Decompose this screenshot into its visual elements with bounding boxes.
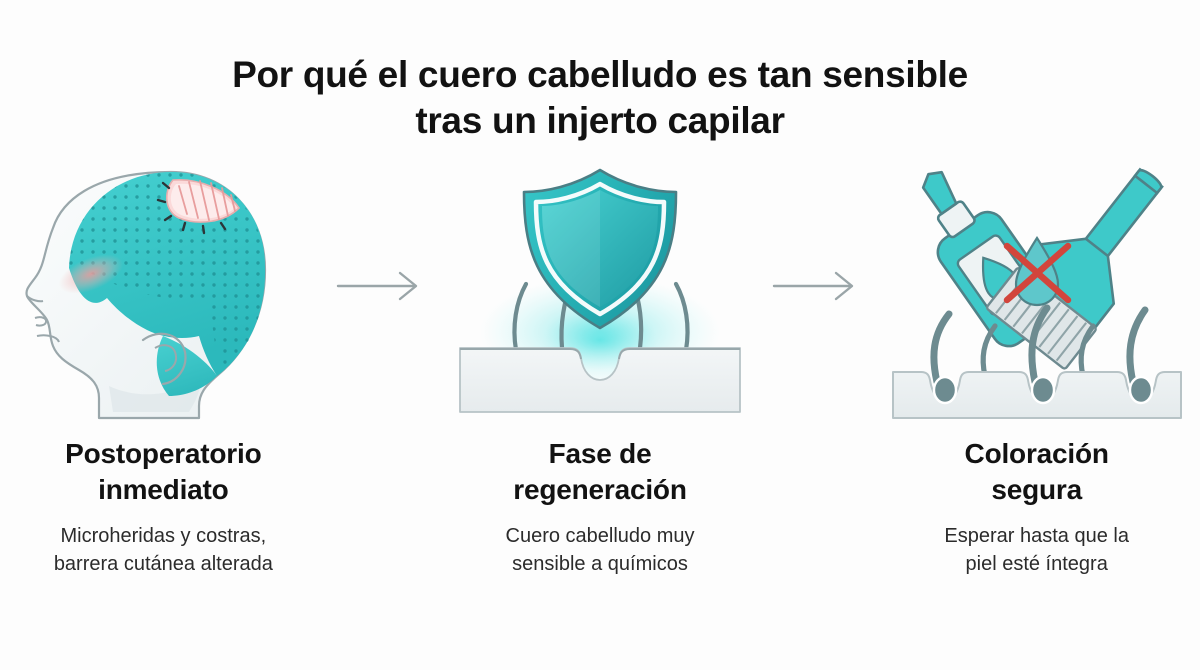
step-coloracion: Coloración segura Esperar hasta que la p… xyxy=(873,150,1200,578)
title-line-2: tras un injerto capilar xyxy=(415,100,785,141)
shield-over-follicle-icon xyxy=(450,150,750,420)
step-heading-line-2: inmediato xyxy=(98,474,229,505)
arrow-2 xyxy=(763,150,873,420)
arrow-right-icon xyxy=(773,271,854,301)
arrow-right-icon xyxy=(336,271,417,301)
steps-row: Postoperatorio inmediato Microheridas y … xyxy=(0,150,1200,630)
step-heading: Coloración segura xyxy=(965,436,1109,508)
red-cross-icon xyxy=(1003,242,1071,304)
suture-scar xyxy=(157,179,241,235)
step-subtext-line-2: piel esté íntegra xyxy=(965,553,1108,575)
no-dye-droplet-icon xyxy=(1003,235,1071,307)
page-title: Por qué el cuero cabelludo es tan sensib… xyxy=(0,52,1200,144)
step-regeneracion: Fase de regeneración Cuero cabelludo muy… xyxy=(437,150,764,578)
step-heading-line-2: segura xyxy=(991,474,1082,505)
dye-bottle-brush-no-dye-icon xyxy=(887,150,1187,420)
step-subtext-line-1: Esperar hasta que la xyxy=(944,525,1129,547)
skin-surface xyxy=(459,347,741,413)
step-heading: Fase de regeneración xyxy=(513,436,687,508)
step-postoperatorio: Postoperatorio inmediato Microheridas y … xyxy=(0,150,327,578)
title-line-1: Por qué el cuero cabelludo es tan sensib… xyxy=(232,54,968,95)
step-heading-line-2: regeneración xyxy=(513,474,687,505)
step-heading: Postoperatorio inmediato xyxy=(65,436,262,508)
step-subtext: Esperar hasta que la piel esté íntegra xyxy=(944,522,1129,578)
step-heading-line-1: Fase de xyxy=(548,438,652,469)
hair-follicles-group xyxy=(891,304,1182,419)
irritated-hairline xyxy=(59,254,124,294)
step-heading-line-1: Postoperatorio xyxy=(65,438,262,469)
ear xyxy=(142,332,187,386)
protection-shield xyxy=(522,168,678,330)
step-subtext-line-2: sensible a químicos xyxy=(512,553,688,575)
step-subtext: Cuero cabelludo muy sensible a químicos xyxy=(506,522,695,578)
head-profile-grafted-scalp-icon xyxy=(13,150,313,420)
step-subtext-line-2: barrera cutánea alterada xyxy=(53,553,273,575)
step-subtext: Microheridas y costras, barrera cutánea … xyxy=(54,522,273,578)
step-heading-line-1: Coloración xyxy=(964,438,1109,469)
step-subtext-line-1: Cuero cabelludo muy xyxy=(505,525,695,547)
step-subtext-line-1: Microheridas y costras, xyxy=(60,525,267,547)
arrow-1 xyxy=(327,150,437,420)
